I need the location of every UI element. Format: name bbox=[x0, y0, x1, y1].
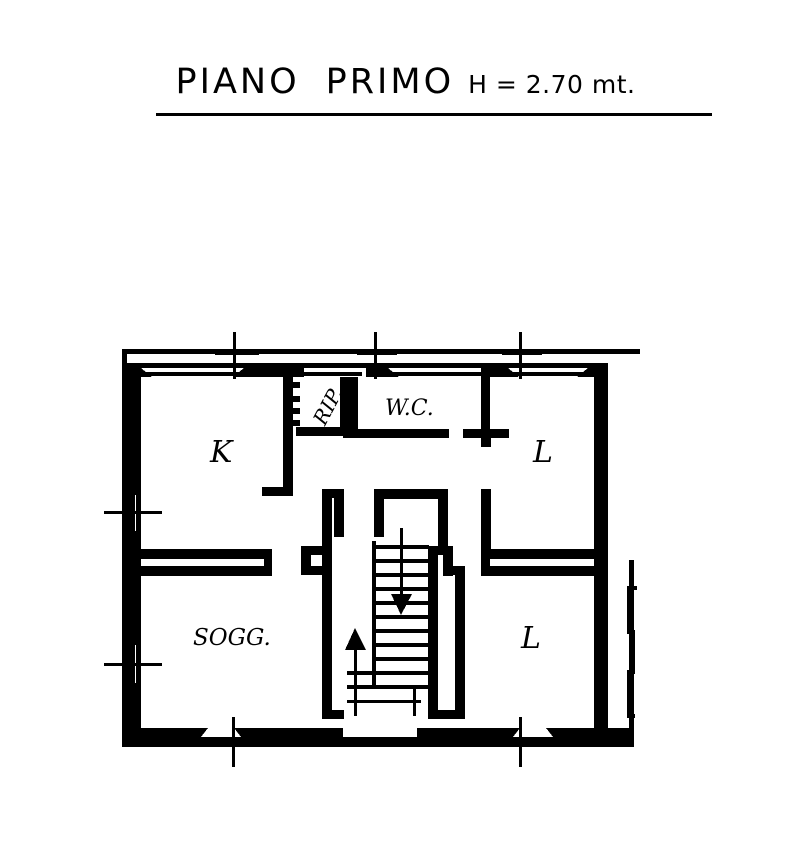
hall-wall-bottom-right bbox=[437, 710, 465, 719]
stairwell-top-wall bbox=[374, 489, 448, 549]
stair-landing-dimension-line bbox=[347, 688, 421, 716]
dimension-ticks-left bbox=[104, 492, 162, 686]
partition-bedroom-upper-stub bbox=[481, 435, 491, 447]
room-label-kitchen: K bbox=[209, 435, 234, 470]
plan-title-floor: PIANO bbox=[175, 62, 300, 102]
stair-treads bbox=[347, 541, 429, 689]
hall-wall-left bbox=[301, 489, 344, 719]
exterior-wall-top bbox=[122, 349, 640, 354]
partition-wc-left bbox=[349, 377, 358, 435]
window-reveals-left bbox=[127, 484, 141, 694]
dimension-ticks-bottom bbox=[213, 717, 542, 767]
exterior-wall-left bbox=[122, 349, 127, 747]
partition-bedrooms-horizontal bbox=[481, 549, 597, 576]
balcony-edge-right bbox=[627, 586, 637, 718]
door-jamb-kitchen-living bbox=[264, 549, 272, 576]
partition-closet-bottom bbox=[296, 427, 349, 436]
dimension-ticks-top bbox=[215, 332, 542, 379]
partition-closet-right bbox=[340, 377, 349, 435]
plan-title-height-note: H = 2.70 mt. bbox=[468, 70, 636, 99]
window-openings-top bbox=[141, 372, 588, 376]
partition-bedrooms-vertical bbox=[481, 489, 491, 549]
hall-wall-bottom-left bbox=[322, 710, 344, 719]
plan-title: PIANO PRIMO H = 2.70 mt. bbox=[0, 62, 811, 122]
title-underline bbox=[156, 113, 712, 116]
window-reveals-top bbox=[141, 368, 588, 377]
stair-direction-up-arrow bbox=[345, 628, 366, 705]
partition-kitchen-right bbox=[262, 377, 293, 496]
room-label-bedroom-lower: L bbox=[520, 621, 541, 656]
wall-right-thick bbox=[594, 363, 608, 742]
exterior-wall-bottom bbox=[122, 742, 634, 747]
partition-wc-right bbox=[481, 377, 490, 435]
stair-direction-down-arrow bbox=[391, 528, 412, 615]
room-label-bathroom: W.C. bbox=[385, 396, 434, 421]
door-jamb-bedrooms bbox=[481, 549, 490, 576]
partition-kitchen-living bbox=[141, 549, 271, 576]
plan-title-level: PRIMO bbox=[325, 62, 455, 102]
closet-shelving-hatch bbox=[288, 382, 300, 426]
hall-wall-right bbox=[428, 546, 465, 719]
room-label-bedroom-upper: L bbox=[532, 435, 553, 470]
room-label-living: SOGG. bbox=[193, 625, 271, 651]
